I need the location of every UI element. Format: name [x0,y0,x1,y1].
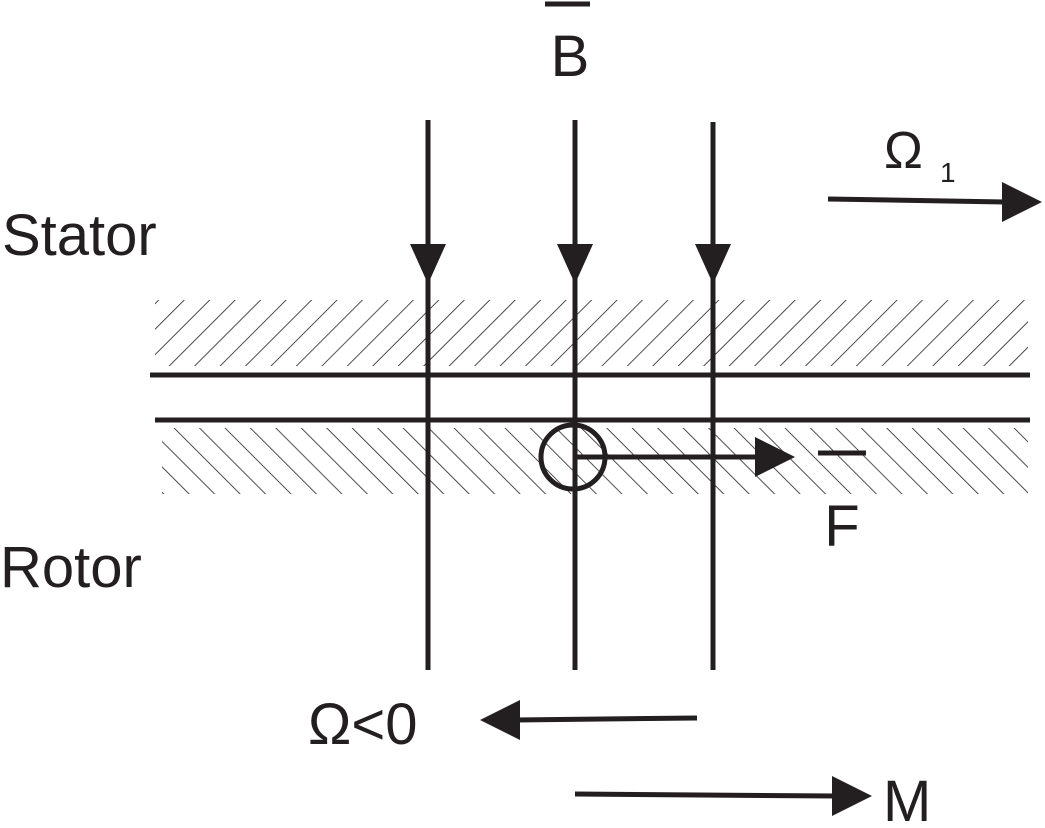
f-vector-label: F [818,450,866,559]
rotor-label: Rotor [0,535,142,600]
omega1-arrow [827,182,1042,222]
omega-negative-arrow [480,700,698,740]
field-line-1 [410,120,446,670]
field-line-2 [557,120,593,670]
omega1-label: Ω 1 [884,122,956,188]
svg-text:1: 1 [940,157,956,188]
torque-arrow [574,776,872,816]
svg-text:Ω: Ω [884,122,923,180]
svg-text:F: F [824,494,859,559]
torque-label: M [883,769,931,828]
svg-text:B: B [551,24,590,89]
rotor-hatched-region [162,428,1028,494]
omega-negative-label: Ω<0 [308,692,418,757]
stator-hatched-region [155,300,1028,366]
stator-label: Stator [2,203,157,268]
force-arrow [575,437,795,477]
b-vector-label: B [545,1,590,89]
field-line-3 [695,122,731,670]
